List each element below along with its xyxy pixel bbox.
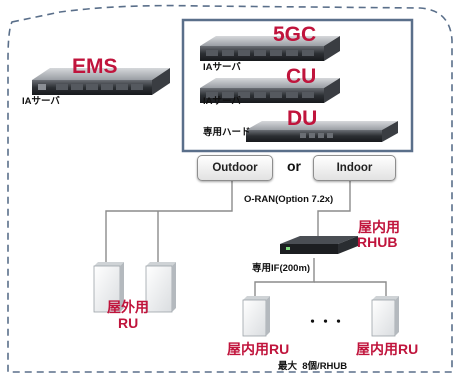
cu-caption: IAサーバ — [203, 96, 241, 107]
oran-link-label: O-RAN(Option 7.2x) — [244, 194, 334, 205]
du-hardware-icon — [246, 121, 398, 142]
ems-server-icon — [32, 68, 170, 95]
du-title: DU — [287, 107, 318, 130]
rhub-label-line1: 屋内用 — [358, 219, 400, 235]
fivegc-caption: IAサーバ — [203, 62, 241, 73]
fivegc-title: 5GC — [273, 23, 317, 46]
indoor-ru-icon — [242, 296, 399, 337]
or-separator: or — [287, 158, 301, 174]
max-rhub-note: 最大 8個/RHUB — [278, 361, 348, 372]
du-caption: 専用ハード — [203, 127, 251, 138]
ems-title: EMS — [72, 55, 118, 78]
dedicated-if-label: 専用IF(200m) — [252, 263, 311, 274]
cu-server-icon — [200, 78, 340, 103]
ems-caption: IAサーバ — [22, 96, 60, 107]
outdoor-ru-label-line1: 屋外用 — [107, 299, 149, 315]
outdoor-ru-label-line2: RU — [118, 315, 139, 331]
outdoor-option-button[interactable]: Outdoor — [197, 155, 273, 181]
ru-ellipsis: ・・・ — [306, 314, 346, 329]
cu-title: CU — [286, 65, 317, 88]
indoor-ru-label-left: 屋内用RU — [227, 341, 290, 357]
fivegc-server-icon — [200, 36, 340, 61]
indoor-option-button[interactable]: Indoor — [313, 155, 396, 181]
rhub-device-icon — [280, 236, 358, 254]
outdoor-ru-icon — [93, 262, 176, 313]
outer-dashed-frame — [7, 4, 453, 373]
indoor-ru-label-right: 屋内用RU — [356, 341, 419, 357]
connection-lines — [105, 179, 387, 296]
rhub-label-line2: RHUB — [357, 234, 398, 250]
